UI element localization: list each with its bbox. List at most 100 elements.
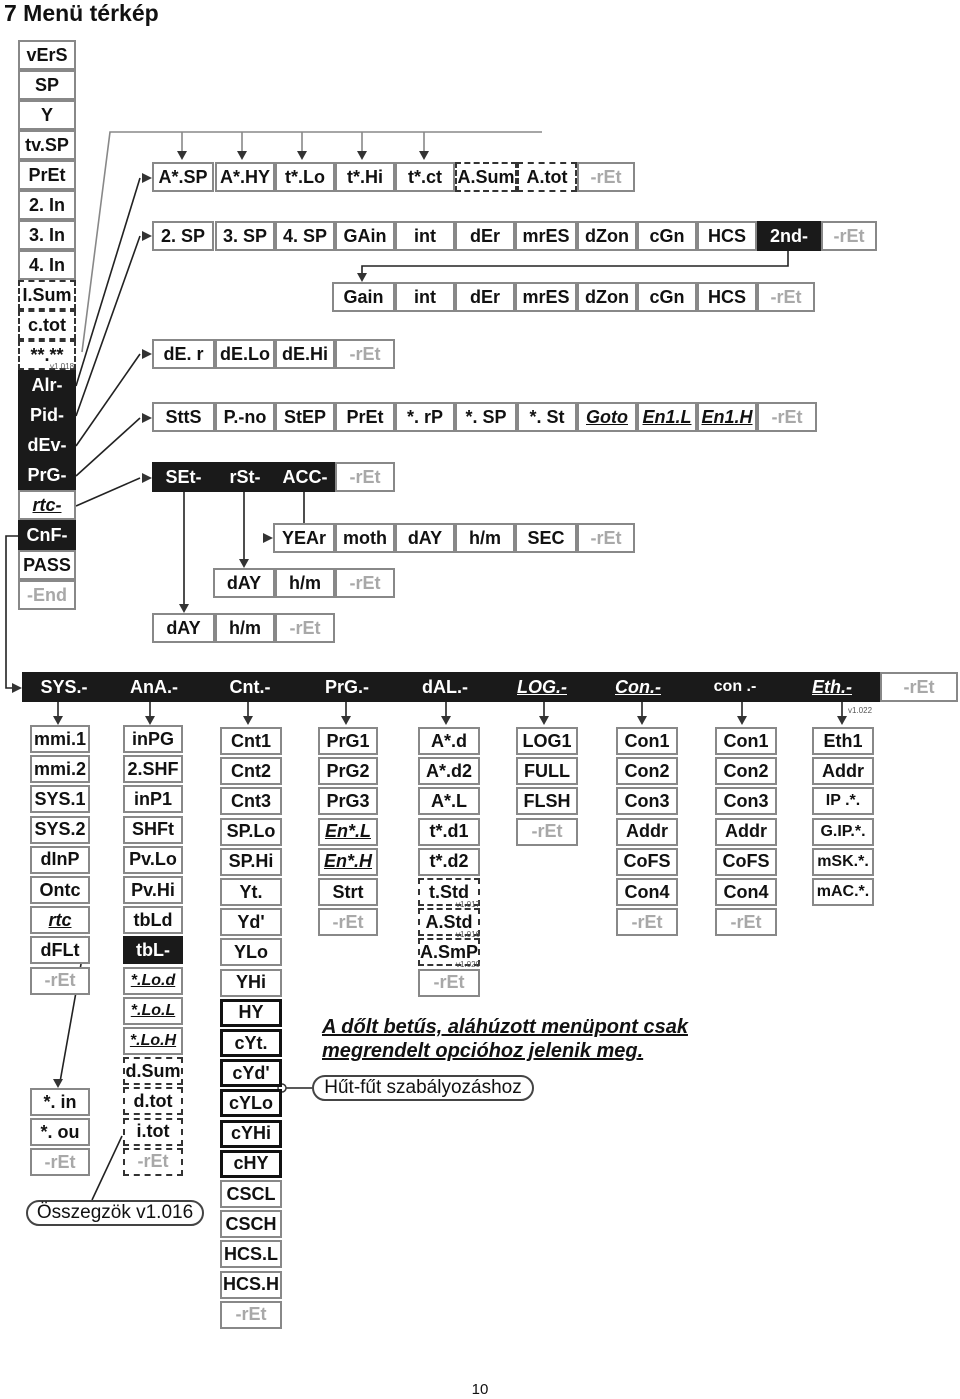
callout-hcs: Hűt-fűt szabályozáshoz — [312, 1075, 534, 1101]
menu-item-pid2: -rEt — [757, 282, 815, 312]
menu-item-cnt: HCS.H — [220, 1270, 282, 1299]
menu-item-cnt: cYLo — [220, 1089, 282, 1118]
connector-line — [361, 251, 789, 276]
menu-item-eth: mAC.*. — [812, 878, 874, 906]
menu-item-con2: Con3 — [715, 787, 777, 816]
menu-item-ana: *.Lo.H — [123, 1027, 183, 1055]
menu-item-alr: A.tot — [517, 162, 577, 192]
menu-item-dev: dE. r — [152, 339, 215, 369]
menu-item-cnt: Cnt3 — [220, 787, 282, 816]
menu-item-pid: 2. SP — [152, 221, 214, 251]
arrow-head — [53, 716, 63, 725]
menu-item-set: -rEt — [577, 523, 635, 553]
menu-item-dal: A.SmP — [418, 938, 480, 967]
arrow-head — [243, 716, 253, 725]
menu-item-prgc: PrG1 — [318, 727, 378, 755]
menu-item-pid: HCS — [697, 221, 757, 251]
menu-item-main: Alr- — [18, 370, 76, 400]
arrow-head — [263, 533, 273, 543]
menu-item-rst: dAY — [213, 568, 275, 598]
menu-item-con2: Addr — [715, 817, 777, 846]
menu-item-prgc: En*.L — [318, 817, 378, 846]
version-tag: v1.017 — [456, 900, 481, 909]
menu-item-log: LOG1 — [516, 727, 578, 755]
menu-item-dal: t*.d2 — [418, 847, 480, 876]
menu-item-con: Con3 — [616, 787, 678, 816]
menu-item-dal: t*.d1 — [418, 817, 480, 846]
menu-item-ana: tbLd — [123, 906, 183, 935]
menu-item-cnt: CSCL — [220, 1180, 282, 1208]
arrow-head — [142, 231, 152, 241]
arrow-head — [12, 683, 22, 693]
arrow-head — [357, 273, 367, 282]
menu-item-ana: Pv.Lo — [123, 845, 183, 874]
menu-item-main: 4. In — [18, 250, 76, 280]
menu-item-con: Con1 — [616, 727, 678, 755]
menu-item-rtc: rSt- — [215, 462, 275, 492]
menu-item-dal: A*.d — [418, 727, 480, 755]
menu-item-eth: mSK.*. — [812, 847, 874, 876]
menu-item-cnf: Eth.- — [784, 672, 880, 702]
menu-item-cnt: CSCH — [220, 1210, 282, 1239]
menu-item-sys: mmi.2 — [30, 755, 90, 784]
menu-item-cnf: LOG.- — [494, 672, 590, 702]
version-tag: v1.020 — [456, 960, 481, 969]
menu-item-cnf: SYS.- — [22, 672, 106, 702]
menu-item-cnt: cYt. — [220, 1029, 282, 1057]
menu-item-cnt: Cnt1 — [220, 727, 282, 755]
menu-item-con2: CoFS — [715, 847, 777, 876]
menu-item-acc: h/m — [215, 613, 275, 643]
menu-item-prg: En1.H — [697, 402, 757, 432]
menu-item-prgc: En*.H — [318, 847, 378, 876]
menu-item-sys_in: -rEt — [30, 1148, 90, 1176]
arrow-head — [357, 151, 367, 160]
menu-item-cnt: Cnt2 — [220, 757, 282, 786]
menu-item-main: **.** — [18, 340, 76, 370]
menu-item-pid: cGn — [637, 221, 697, 251]
menu-item-cnt: HCS.L — [220, 1240, 282, 1269]
menu-item-ana: -rEt — [123, 1147, 183, 1176]
menu-item-pid: GAin — [335, 221, 395, 251]
arrow-head — [239, 559, 249, 568]
menu-item-cnf: PrG.- — [298, 672, 396, 702]
menu-item-pid2: Gain — [332, 282, 395, 312]
menu-item-dal: A*.L — [418, 787, 480, 816]
menu-item-prg: SttS — [152, 402, 215, 432]
menu-item-prg: PrEt — [335, 402, 395, 432]
menu-item-ana: SHFt — [123, 815, 183, 844]
menu-item-rtc: SEt- — [152, 462, 215, 492]
menu-item-con2: Con2 — [715, 757, 777, 786]
menu-item-alr: A.Sum — [455, 162, 517, 192]
menu-item-main: vErS — [18, 40, 76, 70]
arrow-head — [737, 716, 747, 725]
menu-item-sys_in: *. ou — [30, 1118, 90, 1146]
menu-item-con: -rEt — [616, 908, 678, 937]
arrow-head — [441, 716, 451, 725]
menu-item-rtc: ACC- — [275, 462, 335, 492]
menu-item-set: h/m — [455, 523, 515, 553]
menu-item-pid: 4. SP — [275, 221, 335, 251]
menu-item-cnf: dAL.- — [396, 672, 494, 702]
menu-item-sys: SYS.1 — [30, 785, 90, 814]
arrow-head — [297, 151, 307, 160]
menu-item-main: Y — [18, 100, 76, 130]
menu-item-prgc: -rEt — [318, 908, 378, 937]
menu-item-main: I.Sum — [18, 280, 76, 310]
menu-item-rtc: -rEt — [335, 462, 395, 492]
menu-item-con2: -rEt — [715, 908, 777, 937]
menu-item-sys: Ontc — [30, 876, 90, 904]
menu-item-set: SEC — [515, 523, 577, 553]
menu-item-eth: Eth1 — [812, 727, 874, 755]
connector-line — [81, 131, 542, 353]
menu-item-prgc: PrG2 — [318, 757, 378, 786]
menu-item-main: 2. In — [18, 190, 76, 220]
menu-item-cnt: SP.Hi — [220, 847, 282, 876]
menu-item-pid: int — [395, 221, 455, 251]
menu-item-main: Pid- — [18, 400, 76, 430]
menu-item-main: c.tot — [18, 310, 76, 340]
arrow-head — [142, 413, 152, 423]
menu-item-pid: 3. SP — [215, 221, 275, 251]
version-tag: v1.018 — [50, 362, 75, 371]
menu-item-con: Con4 — [616, 878, 678, 906]
menu-item-ana: inPG — [123, 725, 183, 753]
